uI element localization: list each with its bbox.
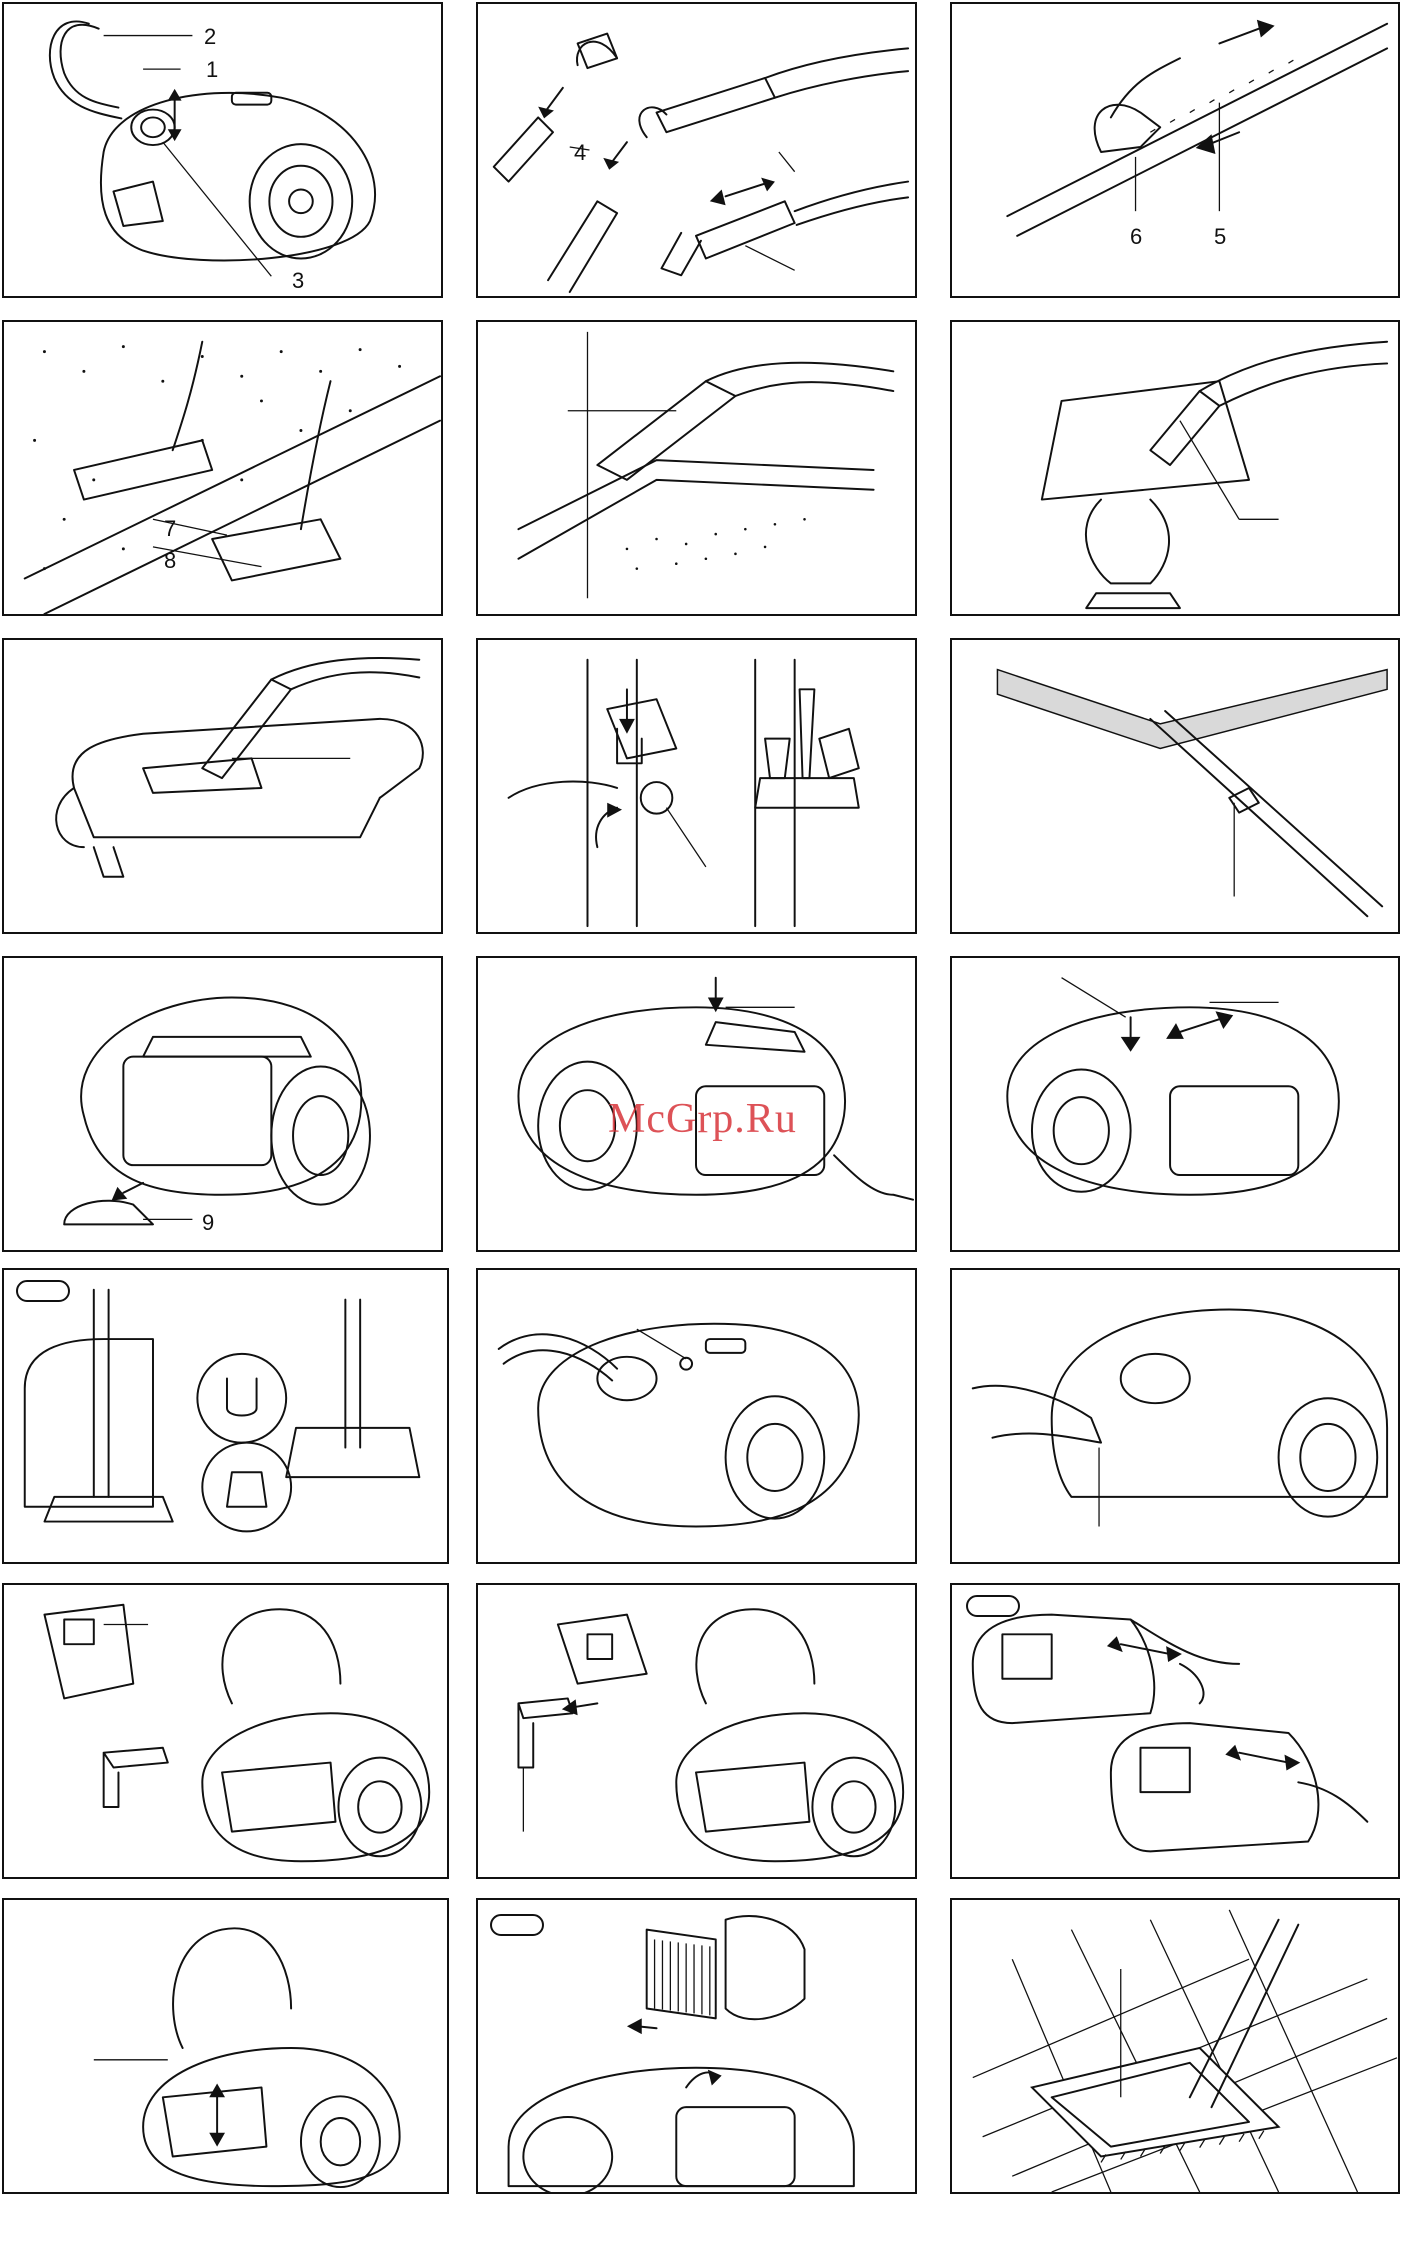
front-lid-release-drawing <box>952 1270 1398 1562</box>
hard-floor-nozzle-drawing <box>952 1900 1398 2192</box>
callout-label: 1 <box>206 59 218 81</box>
illustration-panel-14 <box>476 1268 917 1564</box>
dust-bag-seal-drawing <box>952 1585 1398 1877</box>
illustration-panel-7 <box>2 638 443 934</box>
illustration-panel-17 <box>476 1583 917 1879</box>
illustration-panel-10: 9 <box>2 956 443 1252</box>
illustration-panel-19 <box>2 1898 449 2194</box>
illustration-panel-18 <box>950 1583 1400 1879</box>
illustration-panel-3: 6 5 <box>950 2 1400 298</box>
illustration-panel-13 <box>2 1268 449 1564</box>
power-switch-drawing <box>952 958 1398 1250</box>
illustration-panel-5 <box>476 320 917 616</box>
callout-label: 6 <box>1130 226 1142 248</box>
floor-nozzle-carpet-drawing <box>4 322 441 614</box>
vacuum-body-hose-drawing <box>4 4 441 296</box>
illustration-panel-6 <box>950 320 1400 616</box>
telescopic-tube-drawing <box>952 4 1398 296</box>
illustration-panel-9 <box>950 638 1400 934</box>
brush-tool-lamp-drawing <box>952 322 1398 614</box>
illustration-panel-12 <box>950 956 1400 1252</box>
illustration-panel-21 <box>950 1898 1400 2194</box>
illustration-panel-8 <box>476 638 917 934</box>
illustration-panel-2: 4 <box>476 2 917 298</box>
upholstery-nozzle-sofa-drawing <box>4 640 441 932</box>
bag-holder-insert-drawing <box>4 1900 447 2192</box>
callout-label: 9 <box>202 1212 214 1234</box>
ceiling-tube-drawing <box>952 640 1398 932</box>
callout-label: 2 <box>204 26 216 48</box>
illustration-panel-4: 7 8 <box>2 320 443 616</box>
tube-connection-drawing <box>478 4 915 296</box>
callout-label: 3 <box>292 270 304 292</box>
callout-label: 4 <box>574 142 586 164</box>
parking-position-drawing <box>4 1270 447 1562</box>
accessory-holder-drawing <box>478 640 915 932</box>
exhaust-filter-drawing <box>478 1900 915 2192</box>
illustration-panel-1: 2 1 3 <box>2 2 443 298</box>
callout-label: 7 <box>164 518 176 540</box>
crevice-tool-drawing <box>478 322 915 614</box>
dust-bag-removal-drawing <box>4 1585 447 1877</box>
watermark-text: McGrp.Ru <box>608 1095 797 1143</box>
bag-holder-removal-drawing <box>478 1585 915 1877</box>
illustration-panel-20 <box>476 1898 917 2194</box>
callout-label: 5 <box>1214 226 1226 248</box>
callout-label: 8 <box>164 550 176 572</box>
illustration-panel-16 <box>2 1583 449 1879</box>
vacuum-rear-drawing <box>4 958 441 1250</box>
illustration-panel-15 <box>950 1268 1400 1564</box>
hose-socket-drawing <box>478 1270 915 1562</box>
